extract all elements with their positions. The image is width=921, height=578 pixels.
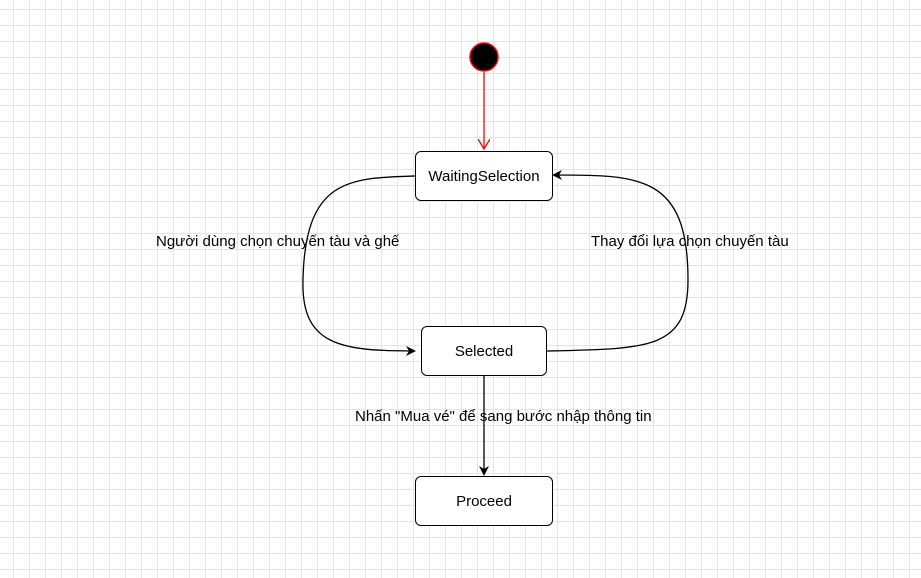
state-proceed[interactable]: Proceed <box>415 476 553 526</box>
edge-waiting-to-selected[interactable] <box>302 175 416 356</box>
state-waiting-selection-label: WaitingSelection <box>428 167 540 185</box>
edge-label-buy: Nhấn "Mua vé" để sang bước nhập thông ti… <box>355 408 652 425</box>
state-selected[interactable]: Selected <box>421 326 547 376</box>
initial-state-node[interactable] <box>469 42 499 72</box>
edge-selected-to-waiting[interactable] <box>546 170 689 352</box>
state-selected-label: Selected <box>454 342 514 360</box>
edge-label-change: Thay đổi lựa chọn chuyến tàu <box>591 233 789 250</box>
edge-label-select: Người dùng chọn chuyến tàu và ghế <box>156 233 400 250</box>
state-waiting-selection[interactable]: WaitingSelection <box>415 151 553 201</box>
state-proceed-label: Proceed <box>456 492 512 510</box>
